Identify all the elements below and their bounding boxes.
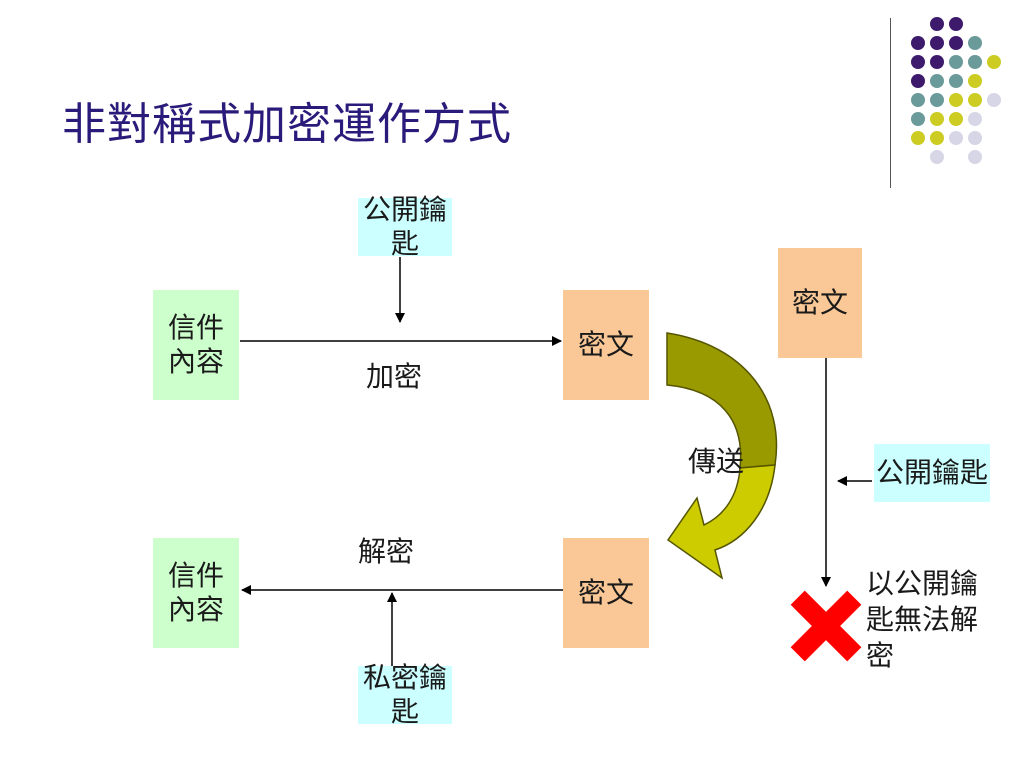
ciphertext-label: 密文 [577, 328, 634, 361]
decorative-dot [968, 36, 982, 50]
decorative-dot [930, 36, 944, 50]
decorative-dot [968, 131, 982, 145]
private-key-box: 私密鑰匙 [358, 661, 452, 728]
decorative-dot [930, 55, 944, 69]
decorative-dot [911, 55, 925, 69]
public-key-box-right: 公開鑰匙 [874, 444, 990, 502]
ciphertext-box-right: 密文 [778, 248, 862, 358]
decorative-dot [949, 93, 963, 107]
decorative-dot [930, 74, 944, 88]
decorative-dot [930, 131, 944, 145]
private-key-label: 私密鑰匙 [362, 661, 447, 728]
decorative-dot [949, 112, 963, 126]
cannot-decrypt-note: 以公開鑰 匙無法解 密 [866, 567, 979, 672]
plaintext-label: 信件 內容 [167, 559, 224, 626]
decorative-dot [987, 55, 1001, 69]
decorative-dot [930, 93, 944, 107]
decorative-dot [968, 150, 982, 164]
decorative-dot [911, 112, 925, 126]
encrypt-label: 加密 [366, 360, 423, 393]
decorative-divider [890, 18, 891, 188]
decorative-dot [987, 93, 1001, 107]
decorative-dot [930, 17, 944, 31]
public-key-label: 公開鑰匙 [362, 193, 447, 260]
decrypt-label: 解密 [358, 535, 415, 568]
ciphertext-label: 密文 [791, 286, 848, 319]
decorative-dot [968, 55, 982, 69]
page-title: 非對稱式加密運作方式 [62, 99, 512, 150]
decorative-dot [930, 150, 944, 164]
decorative-dot [949, 36, 963, 50]
decorative-dot [949, 131, 963, 145]
ciphertext-box-bottom: 密文 [563, 538, 649, 648]
decorative-dot [968, 112, 982, 126]
decorative-dot [930, 112, 944, 126]
decorative-dot [949, 55, 963, 69]
decorative-dots [911, 17, 1001, 164]
plaintext-box-bottom: 信件 內容 [153, 538, 239, 648]
transfer-label: 傳送 [688, 445, 745, 478]
decorative-dot [911, 131, 925, 145]
cross-icon [790, 590, 862, 662]
decorative-dot [949, 17, 963, 31]
plaintext-box-top: 信件 內容 [153, 290, 239, 400]
decorative-dot [949, 74, 963, 88]
ciphertext-box-top: 密文 [563, 290, 649, 400]
curved-arrow-icon [666, 332, 778, 580]
decorative-dot [968, 74, 982, 88]
decorative-dot [911, 93, 925, 107]
decorative-dot [911, 74, 925, 88]
public-key-label: 公開鑰匙 [875, 456, 988, 489]
decorative-dot [968, 93, 982, 107]
public-key-box: 公開鑰匙 [358, 193, 452, 260]
ciphertext-label: 密文 [577, 576, 634, 609]
decorative-dot [911, 36, 925, 50]
plaintext-label: 信件 內容 [167, 311, 224, 378]
